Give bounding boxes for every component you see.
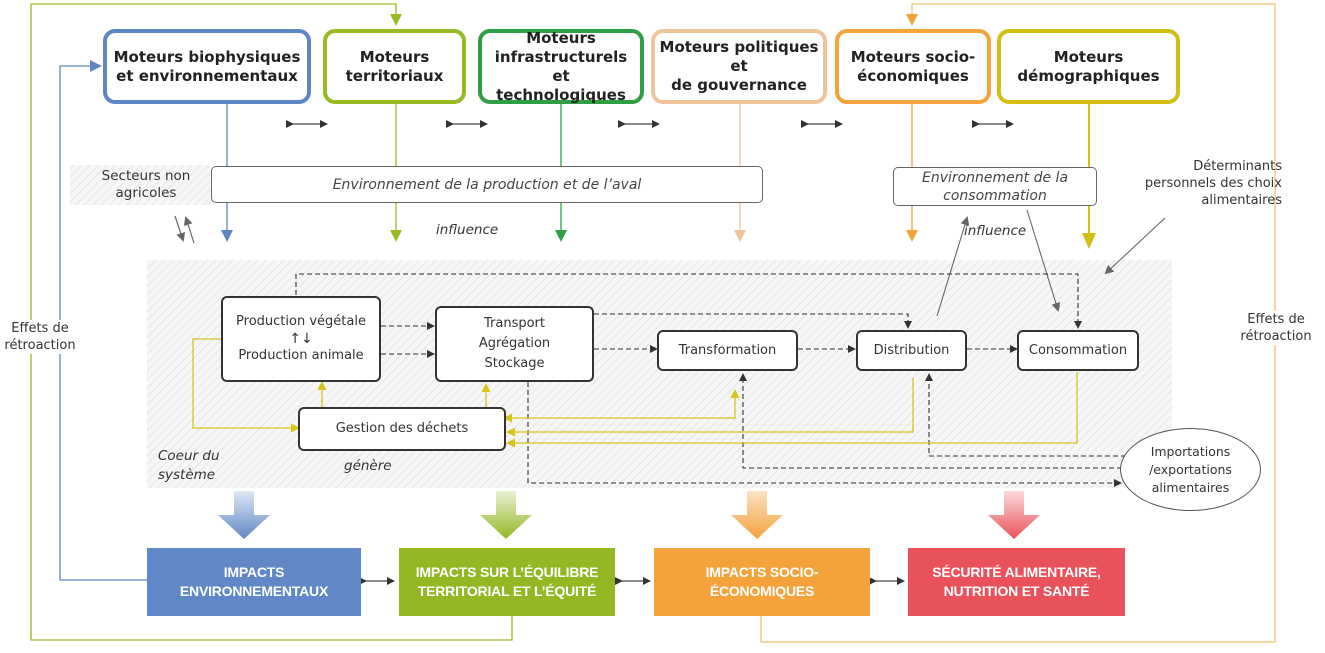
coeur-l2: système [158, 467, 216, 483]
genere-label: génère [344, 458, 392, 474]
production-vegetale-text: Production végétale [236, 314, 366, 329]
determinants-l2: personnels des choix [1144, 176, 1282, 191]
impact-arrow-secu [988, 491, 1040, 539]
production-animale-text: Production animale [238, 348, 364, 363]
consommation-text: Consommation [1028, 342, 1128, 358]
driver-territorial-l2: territoriaux [345, 66, 444, 85]
impact-arrow-terr [480, 491, 532, 539]
determinants-l1: Déterminants [1193, 159, 1282, 174]
transport-l2: Agrégation [478, 336, 551, 351]
coeur-l1: Coeur du [158, 448, 220, 464]
import-l1: Importations [1150, 443, 1231, 459]
driver-infrastructure-l1: Moteurs [526, 28, 596, 47]
env-conso-to-consommation-arrow [1026, 209, 1061, 312]
driver-socioeco[interactable]: Moteurs socio-économiques [835, 29, 991, 104]
node-consommation[interactable]: Consommation [1017, 330, 1139, 371]
waste-flows [192, 338, 1078, 448]
impact-arrow-env [218, 491, 270, 539]
impact-secu-l2: NUTRITION ET SANTÉ [943, 583, 1090, 599]
determinants-arrow [1104, 217, 1166, 275]
impact-socio-l1: IMPACTS SOCIO- [705, 564, 819, 580]
driver-demographique-l2: démographiques [1017, 66, 1160, 85]
secteurs-arrow-up [183, 216, 195, 244]
driver-biophysique-l2: et environnementaux [116, 66, 298, 85]
influence-left-label: influence [436, 222, 499, 238]
env-consommation-l2: consommation [943, 187, 1047, 204]
impact-socio-l2: ÉCONOMIQUES [709, 583, 815, 599]
import-l2: /exportations [1149, 461, 1232, 477]
determinants-label: Déterminants personnels des choix alimenta… [1120, 158, 1282, 209]
impact-secu-l1: SÉCURITÉ ALIMENTAIRE, [932, 564, 1101, 580]
secteurs-l2: agricoles [115, 185, 177, 201]
driver-territorial-l1: Moteurs [359, 47, 430, 66]
driver-politique-l1: Moteurs politiques et [659, 38, 819, 75]
impact-environnementaux[interactable]: IMPACTS ENVIRONNEMENTAUX [147, 548, 361, 616]
impact-env-l2: ENVIRONNEMENTAUX [179, 583, 329, 599]
import-l3: alimentaires [1151, 479, 1230, 495]
impact-terr-l1: IMPACTS SUR L’ÉQUILIBRE [415, 564, 599, 580]
node-production[interactable]: Production végétale ↑↓ Production animal… [221, 296, 381, 382]
secteurs-region [70, 165, 210, 205]
env-production-box[interactable]: Environnement de la production et de l’a… [211, 166, 763, 203]
driver-politique-l2: de gouvernance [671, 76, 807, 94]
secteurs-l1: Secteurs non [101, 168, 191, 184]
impact-env-l1: IMPACTS [223, 564, 285, 580]
driver-infrastructure-l3: technologiques [496, 85, 626, 104]
transformation-text: Transformation [678, 342, 777, 358]
distribution-text: Distribution [873, 342, 950, 358]
transport-l3: Stockage [484, 356, 545, 371]
retro-right-l1: Effets de [1247, 312, 1305, 327]
retro-right-l2: rétroaction [1240, 329, 1312, 344]
retro-left-l2: rétroaction [4, 338, 76, 353]
driver-socioeco-l2: économiques [857, 66, 969, 85]
secteurs-arrow-down [174, 215, 186, 242]
driver-infrastructure-l2: infrastructurels et [494, 47, 628, 85]
impact-securite-alimentaire[interactable]: SÉCURITÉ ALIMENTAIRE, NUTRITION ET SANTÉ [908, 548, 1125, 616]
determinants-l3: alimentaires [1201, 193, 1282, 208]
driver-biophysique-l1: Moteurs biophysiques [113, 47, 301, 66]
env-production-text: Environnement de la production et de l’a… [332, 176, 642, 193]
retroaction-right-label: Effets de rétroaction [1234, 311, 1318, 345]
impact-socio-economiques[interactable]: IMPACTS SOCIO- ÉCONOMIQUES [654, 548, 870, 616]
node-transformation[interactable]: Transformation [657, 330, 798, 371]
retro-left-l1: Effets de [11, 321, 69, 336]
node-gestion-dechets[interactable]: Gestion des déchets [298, 407, 506, 451]
node-distribution[interactable]: Distribution [856, 330, 967, 371]
retroaction-left-label: Effets de rétroaction [0, 320, 80, 354]
influence-right-label: influence [964, 223, 1027, 239]
env-consommation-l1: Environnement de la [921, 169, 1069, 186]
impact-arrow-socio [731, 491, 783, 539]
transport-l1: Transport [483, 316, 545, 331]
coeur-du-systeme-label: Coeur du système [158, 447, 220, 485]
production-swap-arrows-icon: ↑↓ [289, 331, 313, 347]
dechets-text: Gestion des déchets [335, 421, 469, 436]
impact-terr-l2: TERRITORIAL ET L’ÉQUITÉ [417, 583, 597, 599]
impact-equilibre-territorial[interactable]: IMPACTS SUR L’ÉQUILIBRE TERRITORIAL ET L’… [399, 548, 615, 616]
node-transport[interactable]: Transport Agrégation Stockage [435, 306, 594, 382]
distribution-to-env-conso-arrow [936, 216, 970, 317]
node-importations-exportations[interactable]: Importations /exportations alimentaires [1120, 428, 1261, 511]
driver-demographique-l1: Moteurs [1053, 47, 1124, 66]
driver-socioeco-l1: Moteurs socio- [850, 47, 976, 66]
